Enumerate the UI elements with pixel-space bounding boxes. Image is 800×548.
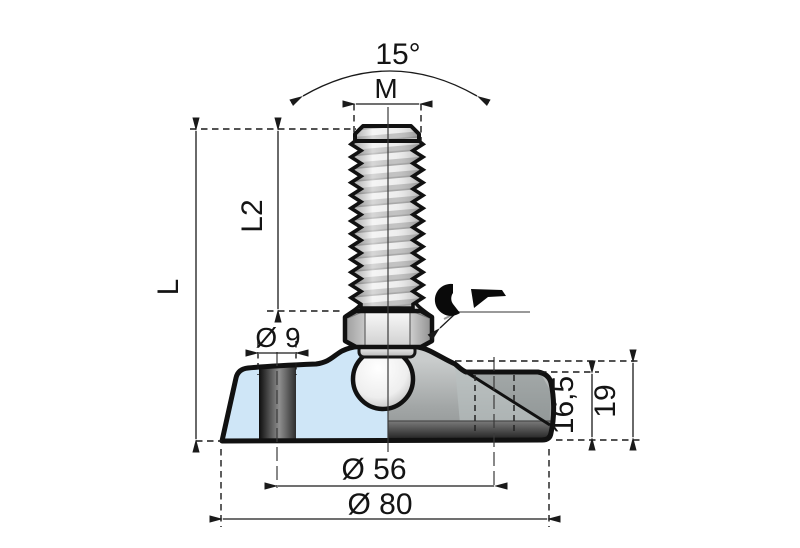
cone-edge-line	[454, 363, 551, 427]
bottom-band	[388, 421, 554, 441]
label-rim-height: 16,5	[547, 376, 580, 434]
label-thread-size: M	[374, 73, 397, 104]
label-total-length: L	[152, 279, 185, 296]
label-bolt-circle-diameter: Ø 56	[341, 453, 406, 486]
foot-base	[222, 345, 560, 450]
dimension-lines	[192, 70, 637, 523]
label-tilt-angle: 15°	[375, 38, 420, 71]
thread-profile	[347, 139, 427, 310]
label-base-height: 19	[589, 384, 622, 417]
label-hole-diameter: Ø 9	[255, 322, 300, 353]
centerlines	[276, 107, 495, 488]
wrench-callout	[427, 283, 530, 340]
label-thread-length: L2	[236, 199, 269, 232]
wrench-icon	[434, 283, 506, 316]
label-base-diameter: Ø 80	[347, 488, 412, 521]
tilt-arc	[289, 70, 491, 106]
extension-lines	[190, 104, 641, 527]
threaded-stud	[347, 124, 427, 310]
